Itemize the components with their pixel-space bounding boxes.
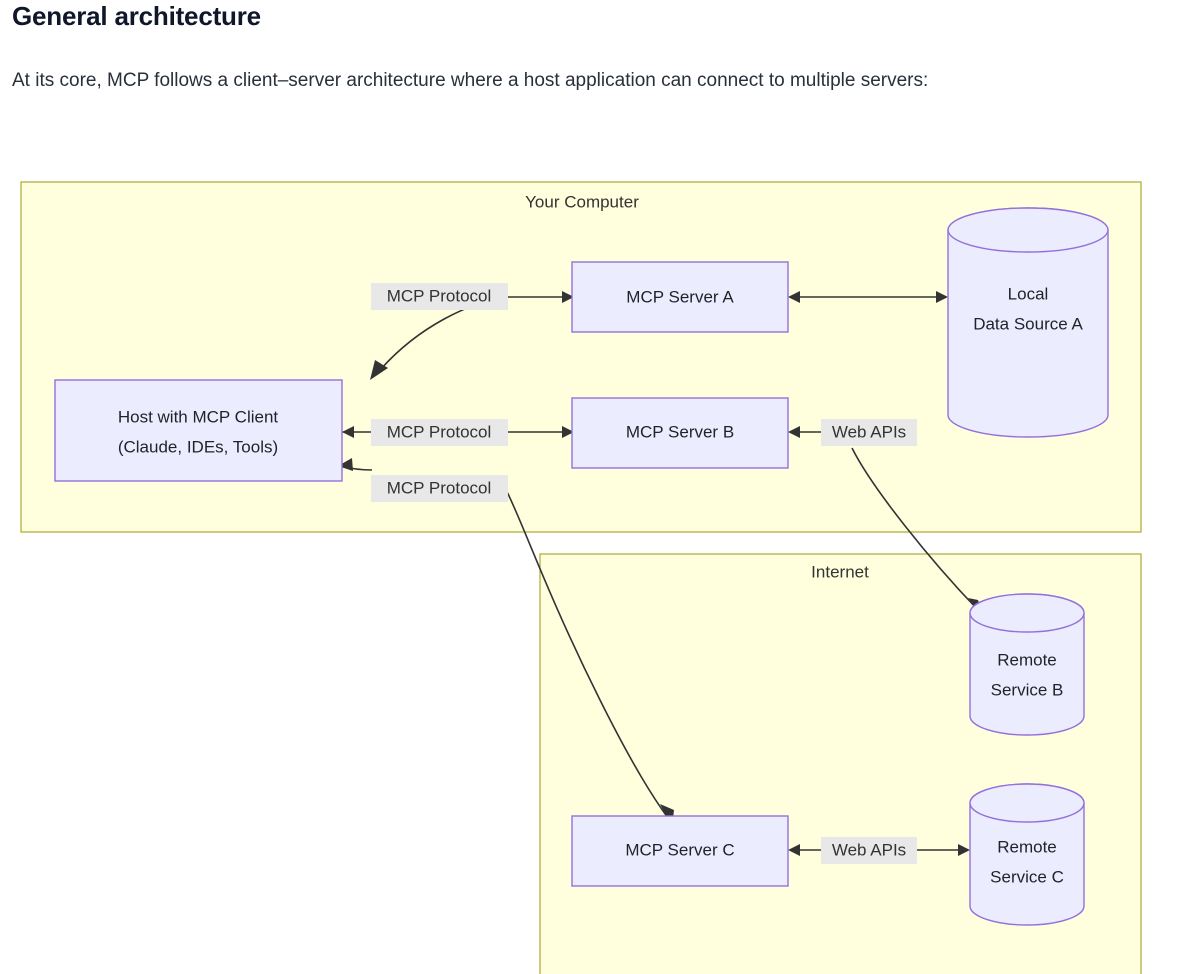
- cluster-your-computer-label: Your Computer: [525, 192, 639, 211]
- edge-label-mcp-protocol-2-bg: [371, 419, 508, 446]
- edge-server-b-to-remote-b-arrowhead-left: [788, 426, 800, 438]
- edge-host-to-server-b-arrowhead-left: [342, 426, 354, 438]
- node-remote-c[interactable]: Remote Service C: [969, 783, 1085, 926]
- node-source-a-label-line2: Data Source A: [973, 314, 1083, 333]
- architecture-diagram: Your Computer Internet: [0, 170, 1200, 974]
- node-server-a-box[interactable]: [571, 261, 789, 333]
- edge-host-to-server-b-arrowhead-right: [562, 426, 574, 438]
- node-server-b-box[interactable]: [571, 397, 789, 469]
- edge-label-mcp-protocol-3: MCP Protocol: [371, 475, 508, 502]
- edge-server-a-to-source-a: [788, 291, 948, 303]
- edge-host-to-server-c-curve: [504, 487, 669, 819]
- node-server-c[interactable]: MCP Server C: [571, 815, 789, 887]
- edge-label-mcp-protocol-2-text: MCP Protocol: [387, 422, 492, 441]
- edge-label-mcp-protocol-1-text: MCP Protocol: [387, 286, 492, 305]
- node-remote-c-cylinder-top: [969, 783, 1085, 823]
- node-source-a-label-line1: Local: [1008, 284, 1049, 303]
- edge-label-mcp-protocol-3-bg: [371, 475, 508, 502]
- node-remote-b[interactable]: Remote Service B: [969, 593, 1085, 736]
- node-remote-b-cylinder-top: [969, 593, 1085, 633]
- edge-server-b-to-remote-b-curve: [851, 447, 979, 611]
- edge-label-web-apis-b-bg: [821, 419, 917, 446]
- edge-host-to-server-b: [342, 426, 574, 438]
- edge-label-web-apis-c-bg: [821, 837, 917, 864]
- edge-server-c-to-remote-c-arrowhead-right: [958, 844, 970, 856]
- node-remote-c-label-line2: Service C: [990, 867, 1064, 886]
- node-remote-c-label-line1: Remote: [997, 837, 1057, 856]
- edge-server-c-to-host-arrowhead: [338, 458, 353, 471]
- node-server-a-label: MCP Server A: [626, 287, 734, 306]
- node-host-box[interactable]: [54, 379, 343, 482]
- edge-label-mcp-protocol-1: MCP Protocol: [371, 283, 508, 310]
- edge-server-a-to-source-a-arrowhead-left: [788, 291, 800, 303]
- node-server-a[interactable]: MCP Server A: [571, 261, 789, 333]
- cluster-internet-label: Internet: [811, 562, 869, 581]
- node-source-a[interactable]: Local Data Source A: [947, 207, 1109, 438]
- intro-paragraph: At its core, MCP follows a client–server…: [12, 70, 929, 91]
- page-title: General architecture: [12, 1, 261, 31]
- node-source-a-cylinder-top: [947, 207, 1109, 253]
- edge-label-mcp-protocol-2: MCP Protocol: [371, 419, 508, 446]
- node-server-b-label: MCP Server B: [626, 422, 734, 441]
- node-server-c-label: MCP Server C: [625, 840, 734, 859]
- edge-server-a-to-source-a-arrowhead-right: [936, 291, 948, 303]
- node-server-c-box[interactable]: [571, 815, 789, 887]
- node-remote-b-label-line2: Service B: [991, 680, 1064, 699]
- edge-server-c-to-remote-c: [788, 844, 970, 856]
- edge-label-mcp-protocol-3-text: MCP Protocol: [387, 478, 492, 497]
- edge-label-mcp-protocol-1-bg: [371, 283, 508, 310]
- edge-label-web-apis-b-text: Web APIs: [832, 422, 906, 441]
- node-remote-b-label-line1: Remote: [997, 650, 1057, 669]
- edge-label-web-apis-b: Web APIs: [821, 419, 917, 446]
- edge-label-web-apis-c: Web APIs: [821, 837, 917, 864]
- node-host-label-line1: Host with MCP Client: [118, 407, 279, 426]
- node-host-label-line2: (Claude, IDEs, Tools): [118, 437, 278, 456]
- edge-host-to-server-a-arrowhead-2: [562, 291, 574, 303]
- node-host[interactable]: Host with MCP Client (Claude, IDEs, Tool…: [54, 379, 343, 482]
- node-server-b[interactable]: MCP Server B: [571, 397, 789, 469]
- edge-label-web-apis-c-text: Web APIs: [832, 840, 906, 859]
- edge-server-c-to-remote-c-arrowhead-left: [788, 844, 800, 856]
- edge-host-to-server-a-arrowhead: [370, 360, 388, 380]
